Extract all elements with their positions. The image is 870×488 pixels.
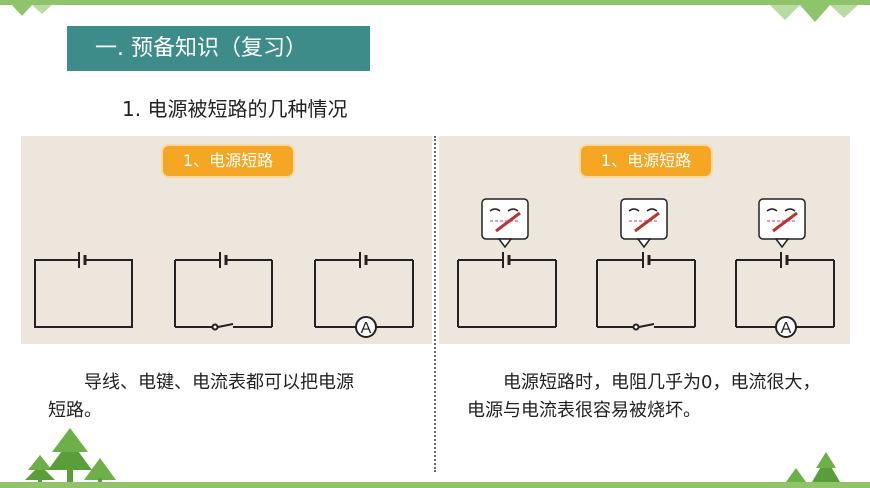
triangle-deco <box>32 5 52 14</box>
tree-icon <box>84 458 116 484</box>
subtitle: 1. 电源被短路的几种情况 <box>122 97 348 121</box>
bottom-green-bar <box>0 482 870 488</box>
left-description: 导线、电键、电流表都可以把电源短路。 <box>48 372 354 421</box>
tree-icon <box>48 428 92 482</box>
triangle-deco <box>800 5 830 22</box>
triangle-deco <box>830 5 858 18</box>
tag-label: 1、电源短路 <box>163 146 293 176</box>
section-title: 一. 预备知识（复习） <box>67 26 370 71</box>
triangle-deco <box>770 5 800 20</box>
left-panel: 1、电源短路 <box>21 136 432 344</box>
tree-icon <box>812 452 840 482</box>
right-panel: 1、电源短路 <box>439 136 850 344</box>
top-green-bar <box>0 0 870 5</box>
right-description: 电源短路时，电阻几乎为0，电流很大，电源与电流表很容易被烧坏。 <box>467 372 821 421</box>
triangle-deco <box>12 5 32 16</box>
tag-label: 1、电源短路 <box>581 146 711 176</box>
tree-icon <box>786 468 806 482</box>
divider <box>434 136 436 472</box>
tree-icon <box>25 455 55 484</box>
